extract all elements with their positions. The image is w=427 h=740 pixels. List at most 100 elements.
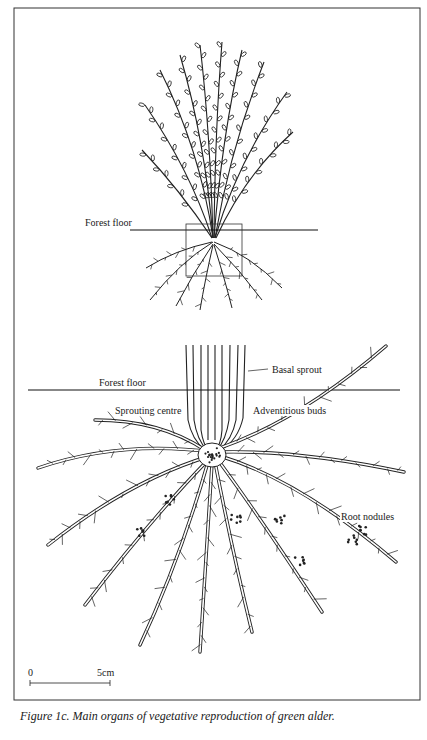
scale-label: 0 xyxy=(27,667,34,678)
leaf xyxy=(212,191,218,198)
rootlet xyxy=(231,247,234,249)
leaf xyxy=(287,129,291,135)
leaf xyxy=(218,92,224,99)
bud xyxy=(211,454,213,456)
leaf xyxy=(276,97,280,103)
rootlet xyxy=(253,452,262,459)
rootlet xyxy=(229,262,231,267)
rootlet xyxy=(142,618,152,623)
rootlet xyxy=(230,534,242,537)
leaf xyxy=(284,93,291,98)
rootlet xyxy=(370,347,372,358)
rootlet xyxy=(122,494,124,498)
leaf xyxy=(211,126,217,133)
leaf xyxy=(245,176,249,182)
rootlet xyxy=(174,538,183,545)
rootlet xyxy=(272,536,278,537)
leaf xyxy=(240,51,247,57)
rootlet xyxy=(151,264,152,269)
rootlet xyxy=(193,246,195,251)
root-fill xyxy=(38,346,404,652)
rootlet xyxy=(234,568,238,574)
nodule xyxy=(170,495,173,498)
rootlet xyxy=(194,492,199,493)
leaf xyxy=(178,67,185,73)
rootlet xyxy=(203,479,206,483)
rootlet xyxy=(238,597,244,607)
nodule xyxy=(280,519,283,522)
rootlet xyxy=(147,519,154,520)
rootlet xyxy=(207,538,214,547)
bud xyxy=(207,456,209,458)
rootlet xyxy=(147,630,150,637)
nodule xyxy=(143,534,146,537)
rootlet xyxy=(197,622,201,627)
leaf xyxy=(215,169,221,176)
rootlet xyxy=(293,451,299,455)
rootlet xyxy=(181,248,185,250)
leaf xyxy=(232,196,236,202)
leaf xyxy=(201,52,207,59)
rootlet xyxy=(247,465,248,474)
frame xyxy=(14,8,420,700)
scale-tick xyxy=(30,680,31,686)
adventitious-buds xyxy=(204,447,221,463)
leaf xyxy=(216,136,222,143)
rootlet xyxy=(314,598,327,599)
leaf xyxy=(182,162,186,169)
rootlet xyxy=(328,386,329,391)
leaf xyxy=(254,132,258,138)
rootlet xyxy=(246,438,255,443)
rootlet xyxy=(248,614,254,616)
rootlet xyxy=(234,488,238,499)
nodule xyxy=(230,518,233,521)
rootlet xyxy=(130,449,137,460)
leaf xyxy=(167,80,172,87)
rootlet xyxy=(378,548,380,554)
leaf xyxy=(251,92,258,98)
nodule xyxy=(236,516,239,519)
leaf xyxy=(204,161,210,168)
rootlet xyxy=(176,270,178,275)
rootlet xyxy=(291,487,294,497)
rootlet xyxy=(78,514,88,516)
rootlet xyxy=(164,559,176,561)
rootlet xyxy=(398,467,401,471)
leaf xyxy=(256,170,263,174)
leaf xyxy=(251,79,256,86)
rootlet xyxy=(264,446,274,453)
nodule xyxy=(136,528,139,531)
forest-floor-line xyxy=(130,229,318,230)
rootlet xyxy=(201,635,206,642)
leaf xyxy=(232,186,239,192)
leaf xyxy=(214,182,220,189)
part-label: Root nodules xyxy=(340,511,395,522)
rootlet xyxy=(177,291,184,293)
leaf xyxy=(243,153,247,160)
bud xyxy=(212,456,214,458)
leaf xyxy=(166,92,173,98)
rootlet xyxy=(63,460,66,465)
leaf xyxy=(203,73,209,80)
rootlet xyxy=(257,426,258,432)
rootlet xyxy=(320,397,332,401)
rootlet xyxy=(351,367,352,374)
nodule xyxy=(347,541,350,544)
rootlet xyxy=(276,545,278,552)
rootlet xyxy=(209,263,212,267)
rootlet xyxy=(62,524,71,528)
leaf xyxy=(202,181,208,188)
nodule xyxy=(239,514,242,517)
nodule xyxy=(352,534,355,537)
leaf xyxy=(241,189,248,194)
leaf xyxy=(196,118,202,125)
nodule xyxy=(239,520,242,523)
rootlet xyxy=(148,474,158,476)
leaf xyxy=(241,166,248,171)
nodule xyxy=(359,529,362,532)
rootlet xyxy=(170,423,174,434)
rootlet xyxy=(249,260,251,265)
bud xyxy=(208,454,210,456)
rootlet xyxy=(188,284,190,291)
leaf xyxy=(229,149,234,156)
